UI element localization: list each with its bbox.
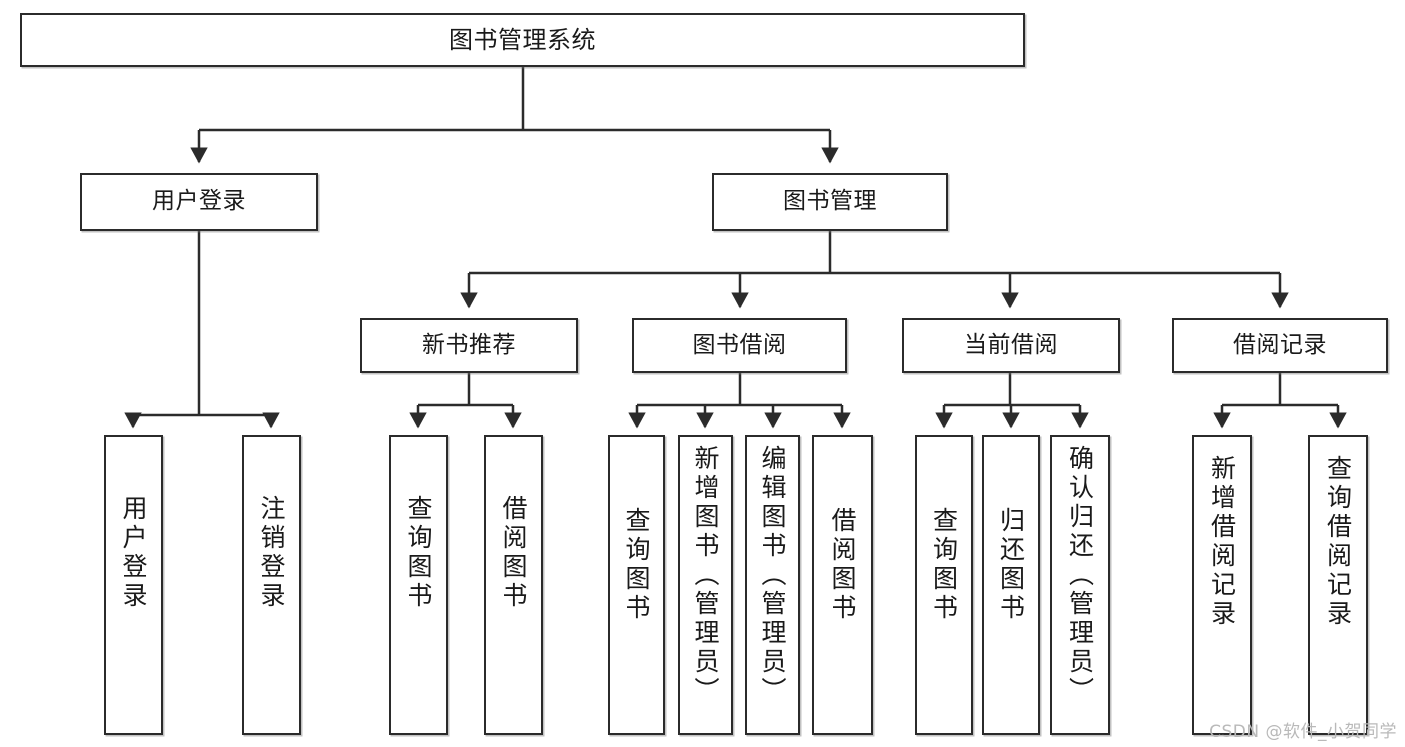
leaf-borrow-book-recommend-label: 借阅图书: [499, 495, 528, 611]
leaf-user-login-label: 用户登录: [119, 495, 148, 611]
node-user-login[interactable]: 用户登录: [80, 173, 318, 231]
leaf-add-borrow-record-label: 新增借阅记录: [1207, 455, 1237, 629]
node-book-borrow[interactable]: 图书借阅: [632, 318, 847, 373]
leaf-edit-book[interactable]: 编辑图书（管理员）: [745, 435, 800, 735]
node-new-book-recommend-label: 新书推荐: [422, 331, 516, 358]
leaf-borrow-book-borrow[interactable]: 借阅图书: [812, 435, 873, 735]
node-borrow-record[interactable]: 借阅记录: [1172, 318, 1388, 373]
leaf-user-login[interactable]: 用户登录: [104, 435, 163, 735]
leaf-query-book-borrow-label: 查询图书: [622, 507, 651, 623]
node-new-book-recommend[interactable]: 新书推荐: [360, 318, 578, 373]
leaf-add-borrow-record[interactable]: 新增借阅记录: [1192, 435, 1252, 735]
node-book-manage-label: 图书管理: [783, 188, 877, 215]
leaf-return-book[interactable]: 归还图书: [982, 435, 1040, 735]
leaf-query-book-recommend-label: 查询图书: [404, 495, 433, 611]
node-root[interactable]: 图书管理系统: [20, 13, 1025, 67]
leaf-borrow-book-borrow-label: 借阅图书: [828, 507, 857, 623]
node-book-borrow-label: 图书借阅: [692, 331, 787, 358]
leaf-confirm-return[interactable]: 确认归还（管理员）: [1050, 435, 1110, 735]
watermark: CSDN @软件_小贺同学: [1209, 722, 1397, 742]
node-current-borrow[interactable]: 当前借阅: [902, 318, 1120, 373]
leaf-add-book[interactable]: 新增图书（管理员）: [678, 435, 733, 735]
leaf-query-book-borrow[interactable]: 查询图书: [608, 435, 665, 735]
node-current-borrow-label: 当前借阅: [964, 331, 1058, 358]
node-borrow-record-label: 借阅记录: [1233, 331, 1327, 358]
leaf-query-borrow-record-label: 查询借阅记录: [1323, 455, 1353, 629]
leaf-confirm-return-label: 确认归还（管理员）: [1065, 445, 1095, 706]
leaf-logout-login-label: 注销登录: [257, 495, 286, 611]
node-root-label: 图书管理系统: [449, 25, 596, 54]
leaf-borrow-book-recommend[interactable]: 借阅图书: [484, 435, 543, 735]
node-user-login-label: 用户登录: [152, 188, 246, 215]
leaf-logout-login[interactable]: 注销登录: [242, 435, 301, 735]
leaf-query-book-current-label: 查询图书: [929, 507, 959, 623]
leaf-add-book-label: 新增图书（管理员）: [691, 445, 720, 706]
node-book-manage[interactable]: 图书管理: [712, 173, 948, 231]
leaf-query-borrow-record[interactable]: 查询借阅记录: [1308, 435, 1368, 735]
leaf-return-book-label: 归还图书: [996, 507, 1026, 623]
leaf-query-book-recommend[interactable]: 查询图书: [389, 435, 448, 735]
leaf-query-book-current[interactable]: 查询图书: [915, 435, 973, 735]
leaf-edit-book-label: 编辑图书（管理员）: [758, 445, 787, 706]
